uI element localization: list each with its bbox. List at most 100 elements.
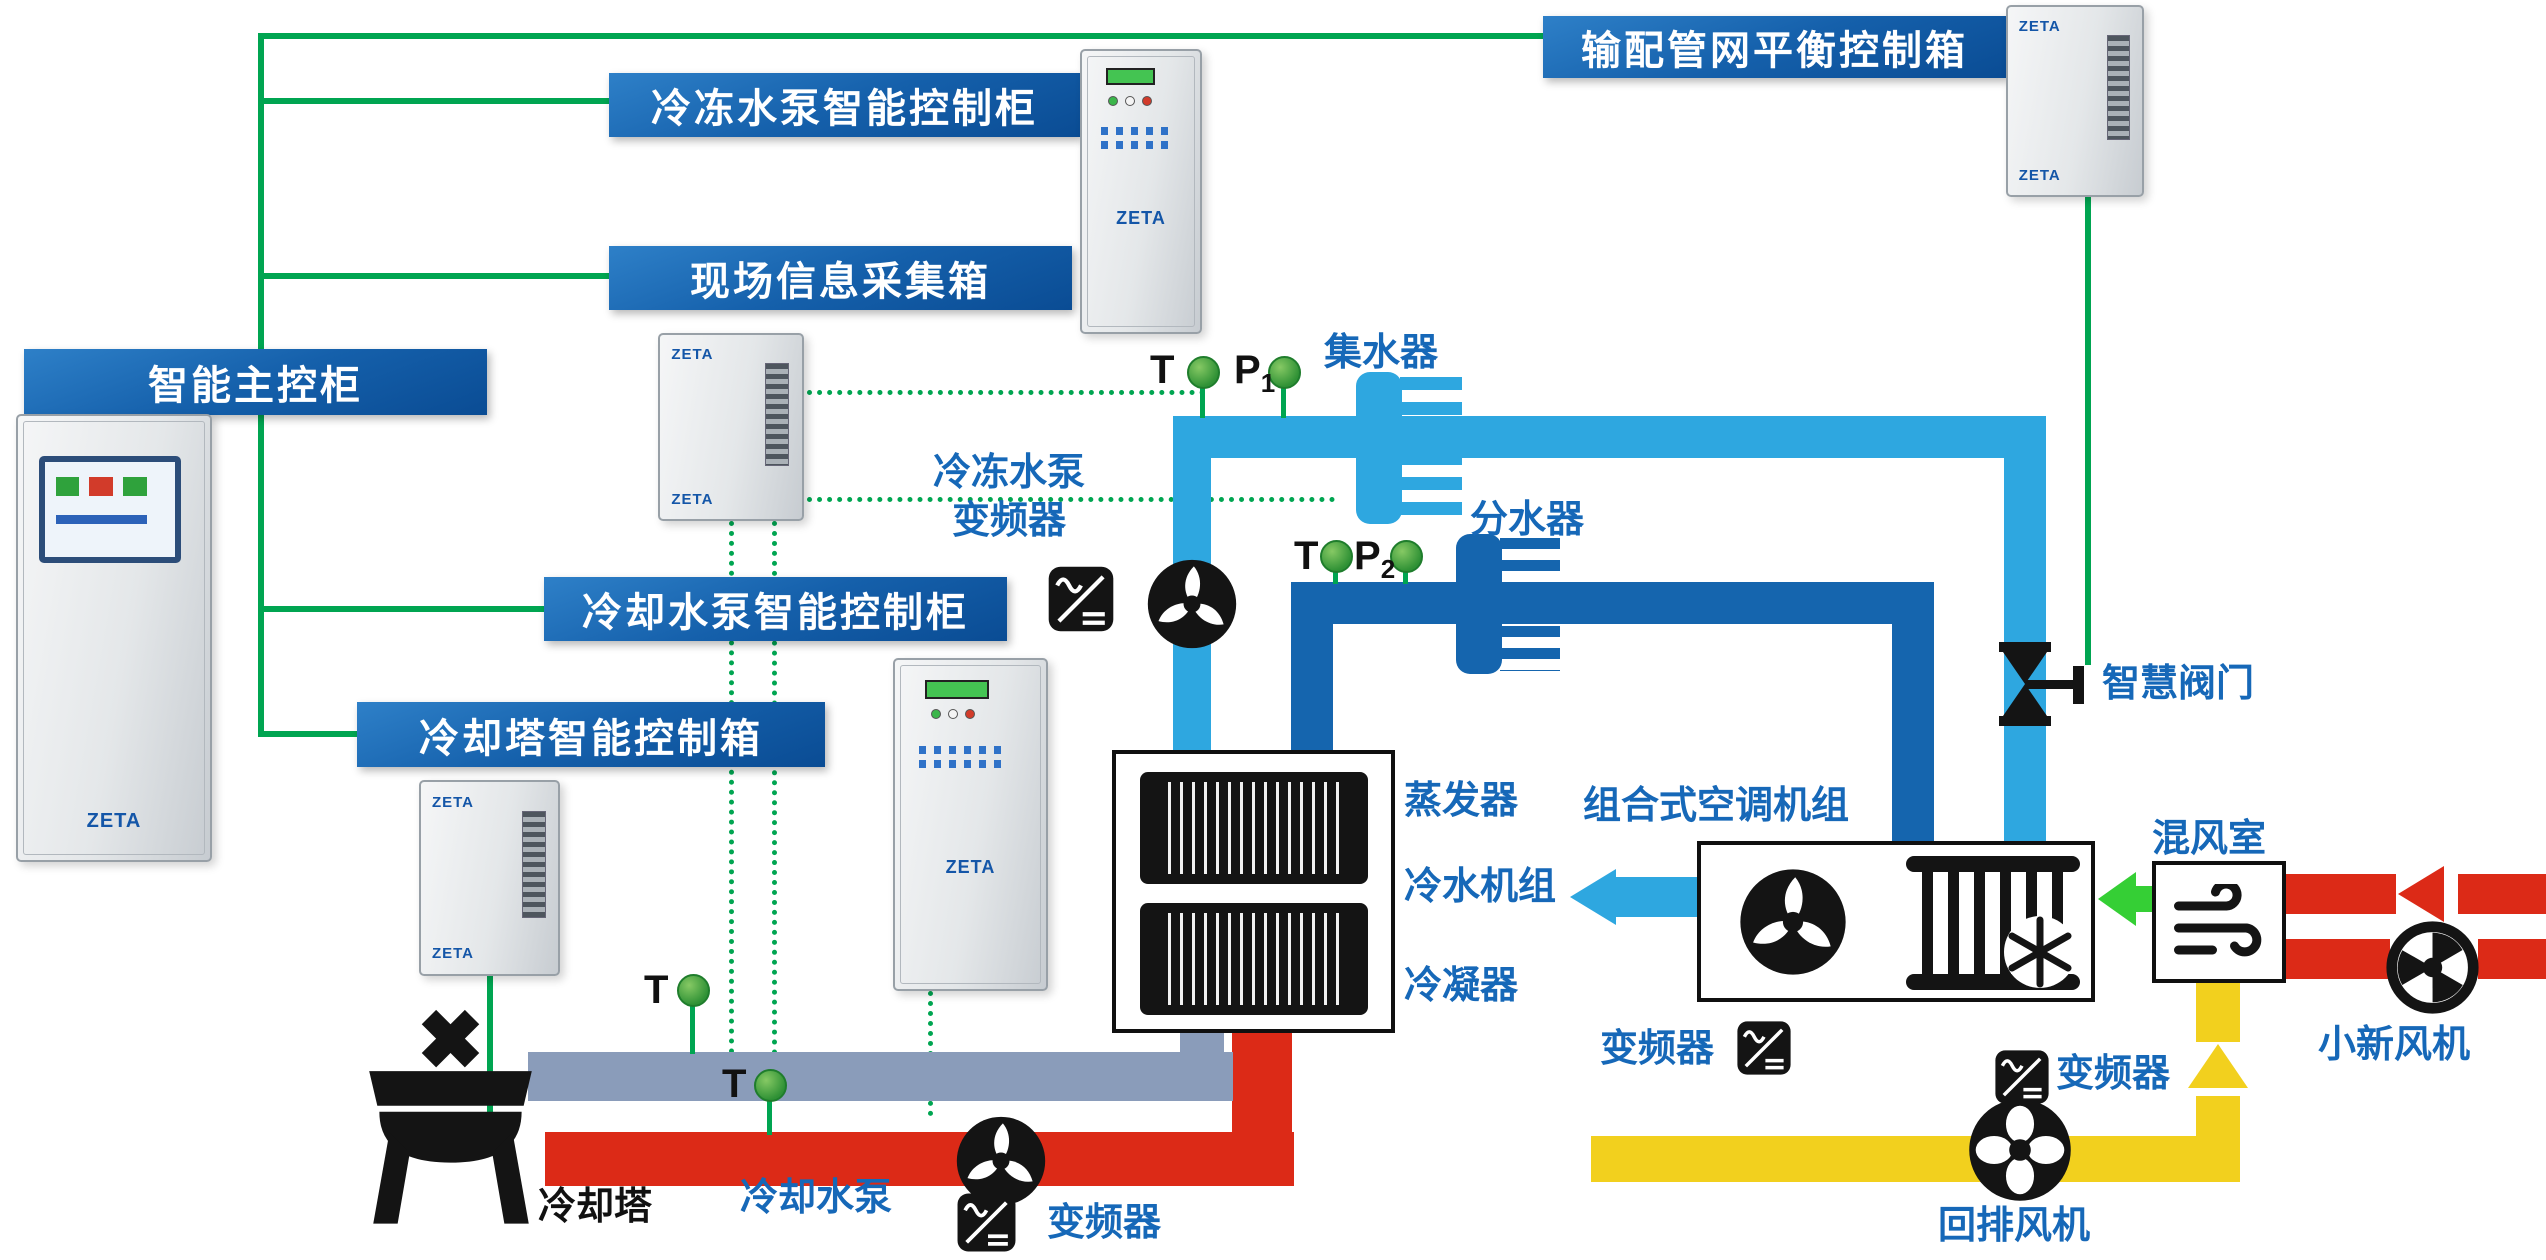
- label-collector: 集水器: [1324, 332, 1439, 374]
- temperature-sensor-return: [1320, 540, 1353, 573]
- chilled-supply-pipe-horizontal: [1173, 416, 2046, 458]
- chilled-return-pipe-left-drop: [1291, 582, 1333, 754]
- sensor-stem: [1200, 386, 1205, 418]
- cabinet-terminal-grid: [1100, 126, 1170, 149]
- return-fan-icon: [1969, 1099, 2071, 1201]
- label-chilled-pump-line1: 冷冻水泵: [932, 452, 1085, 494]
- banner-cooling-tower-box: 冷却塔智能控制箱: [357, 702, 825, 767]
- screen-graphic: [55, 514, 147, 525]
- screen-graphic: [123, 477, 147, 496]
- sensor-label-t-return: T: [1294, 534, 1319, 578]
- label-distributor: 分水器: [1470, 499, 1585, 541]
- fresh-air-duct-bottom-right: [2478, 939, 2546, 979]
- zeta-logo: ZETA: [945, 857, 996, 878]
- wallbox-vent: [522, 810, 546, 919]
- label-chiller-unit: 冷水机组: [1404, 866, 1557, 908]
- label-cooling-water-pump: 冷却水泵: [740, 1177, 893, 1219]
- chilled-pump-cabinet: ZETA: [1080, 49, 1202, 334]
- condenser-cool-pipe-stub: [1180, 1029, 1224, 1057]
- cabinet-display: [1105, 67, 1156, 85]
- label-chilled-pump-line2: 变频器: [951, 499, 1066, 542]
- pressure-sensor-p1: [1268, 356, 1301, 389]
- banner-cooling-pump-panel: 冷却水泵智能控制柜: [544, 577, 1007, 641]
- cabinet-screen: [39, 455, 182, 563]
- air-flow-icon: [2174, 884, 2262, 957]
- zeta-logo: ZETA: [671, 346, 714, 364]
- distributor-manifold-ports: [1500, 538, 1560, 671]
- main-control-cabinet: ZETA: [16, 414, 212, 862]
- cabin et-door: [1087, 56, 1195, 327]
- sensor-label-t-tower-in: T: [722, 1062, 747, 1106]
- field-info-wallbox: ZETA ZETA: [658, 333, 804, 521]
- label-cooling-tower: 冷却塔: [538, 1186, 653, 1228]
- zeta-logo: ZETA: [86, 810, 142, 833]
- cooling-pump-cabinet: ZETA: [893, 658, 1048, 991]
- zeta-logo: ZETA: [671, 490, 714, 508]
- cabinet-display: [925, 679, 989, 700]
- temperature-sensor-tower-in: [754, 1069, 787, 1102]
- cooling-coil-icon: [1906, 856, 2080, 990]
- pressure-sensor-p2: [1390, 540, 1423, 573]
- return-air-duct-horizontal: [1591, 1136, 2240, 1182]
- condenser-hot-pipe-horizontal: [545, 1132, 1294, 1186]
- cabinet-terminal-grid: [919, 745, 1007, 768]
- zeta-logo: ZETA: [1116, 208, 1166, 229]
- sensor-stem: [1403, 570, 1408, 584]
- evaporator-block: [1140, 772, 1368, 884]
- label-chilled-pump-vfd: 冷冻水泵 变频器: [903, 450, 1115, 545]
- mixing-chamber-outline: [2152, 861, 2286, 983]
- label-cooling-pump-vfd: 变频器: [1047, 1202, 1162, 1244]
- banner-network-balance-box: 输配管网平衡控制箱: [1543, 16, 2006, 78]
- control-branch-field-info: [258, 273, 613, 279]
- screen-graphic: [89, 477, 113, 496]
- ahu-fan-icon: [1740, 869, 1846, 975]
- control-trunk-top: [258, 33, 1548, 39]
- banner-chilled-pump-panel: 冷冻水泵智能控制柜: [609, 73, 1080, 137]
- zeta-logo: ZETA: [2018, 166, 2061, 184]
- label-ahu: 组合式空调机组: [1583, 785, 1850, 827]
- cooling-tower-wallbox: ZETA ZETA: [419, 780, 560, 976]
- chilled-water-pump-icon: [1147, 559, 1237, 649]
- label-smart-valve: 智慧阀门: [2102, 663, 2255, 705]
- wallbox-vent: [765, 362, 790, 466]
- control-branch-cooling-tower: [258, 731, 360, 737]
- distributor-manifold-bar: [1456, 534, 1502, 674]
- smart-valve-icon: [1999, 642, 2084, 726]
- signal-line-tower-t2: [772, 521, 777, 1085]
- control-line-tower-box: [487, 974, 493, 1136]
- label-return-fan-vfd: 变频器: [2056, 1053, 2171, 1095]
- temperature-sensor-tower-out: [677, 974, 710, 1007]
- chilled-return-pipe-right-drop: [1892, 582, 1934, 843]
- signal-line-return-sensors: [807, 497, 1335, 502]
- sensor-stem: [1281, 386, 1286, 418]
- snowflake-icon: [2008, 916, 2072, 988]
- cooling-water-pump-icon: [956, 1116, 1046, 1206]
- control-line-valve: [2085, 195, 2091, 665]
- label-ahu-vfd: 变频器: [1600, 1028, 1715, 1070]
- zeta-logo: ZETA: [431, 793, 475, 811]
- label-fresh-air-fan: 小新风机: [2318, 1024, 2471, 1066]
- sensor-label-p2: P2: [1354, 534, 1396, 584]
- label-evaporator: 蒸发器: [1404, 780, 1519, 822]
- label-condenser: 冷凝器: [1404, 965, 1519, 1007]
- condenser-block: [1140, 903, 1368, 1015]
- label-return-fan: 回排风机: [1938, 1205, 2091, 1247]
- sensor-stem: [1333, 570, 1338, 584]
- collector-manifold-ports: [1400, 377, 1462, 525]
- cooling-tower-icon: [369, 1009, 532, 1224]
- fresh-air-fan-icon: [2386, 921, 2479, 1014]
- network-balance-wallbox: ZETA ZETA: [2006, 5, 2144, 197]
- control-branch-cooling-pump: [258, 606, 548, 612]
- temperature-sensor-supply: [1187, 356, 1220, 389]
- banner-field-info-box: 现场信息采集箱: [609, 246, 1072, 310]
- fresh-air-duct-bottom-left: [2286, 939, 2390, 979]
- cabinet-door: [23, 421, 205, 855]
- zeta-logo: ZETA: [431, 945, 475, 963]
- screen-graphic: [55, 477, 79, 496]
- control-branch-chilled-pump: [258, 98, 613, 104]
- wallbox-vent: [2107, 35, 2130, 141]
- collector-manifold-bar: [1356, 372, 1402, 524]
- chilled-return-pipe-horizontal: [1291, 582, 1934, 624]
- zeta-logo: ZETA: [2018, 18, 2061, 36]
